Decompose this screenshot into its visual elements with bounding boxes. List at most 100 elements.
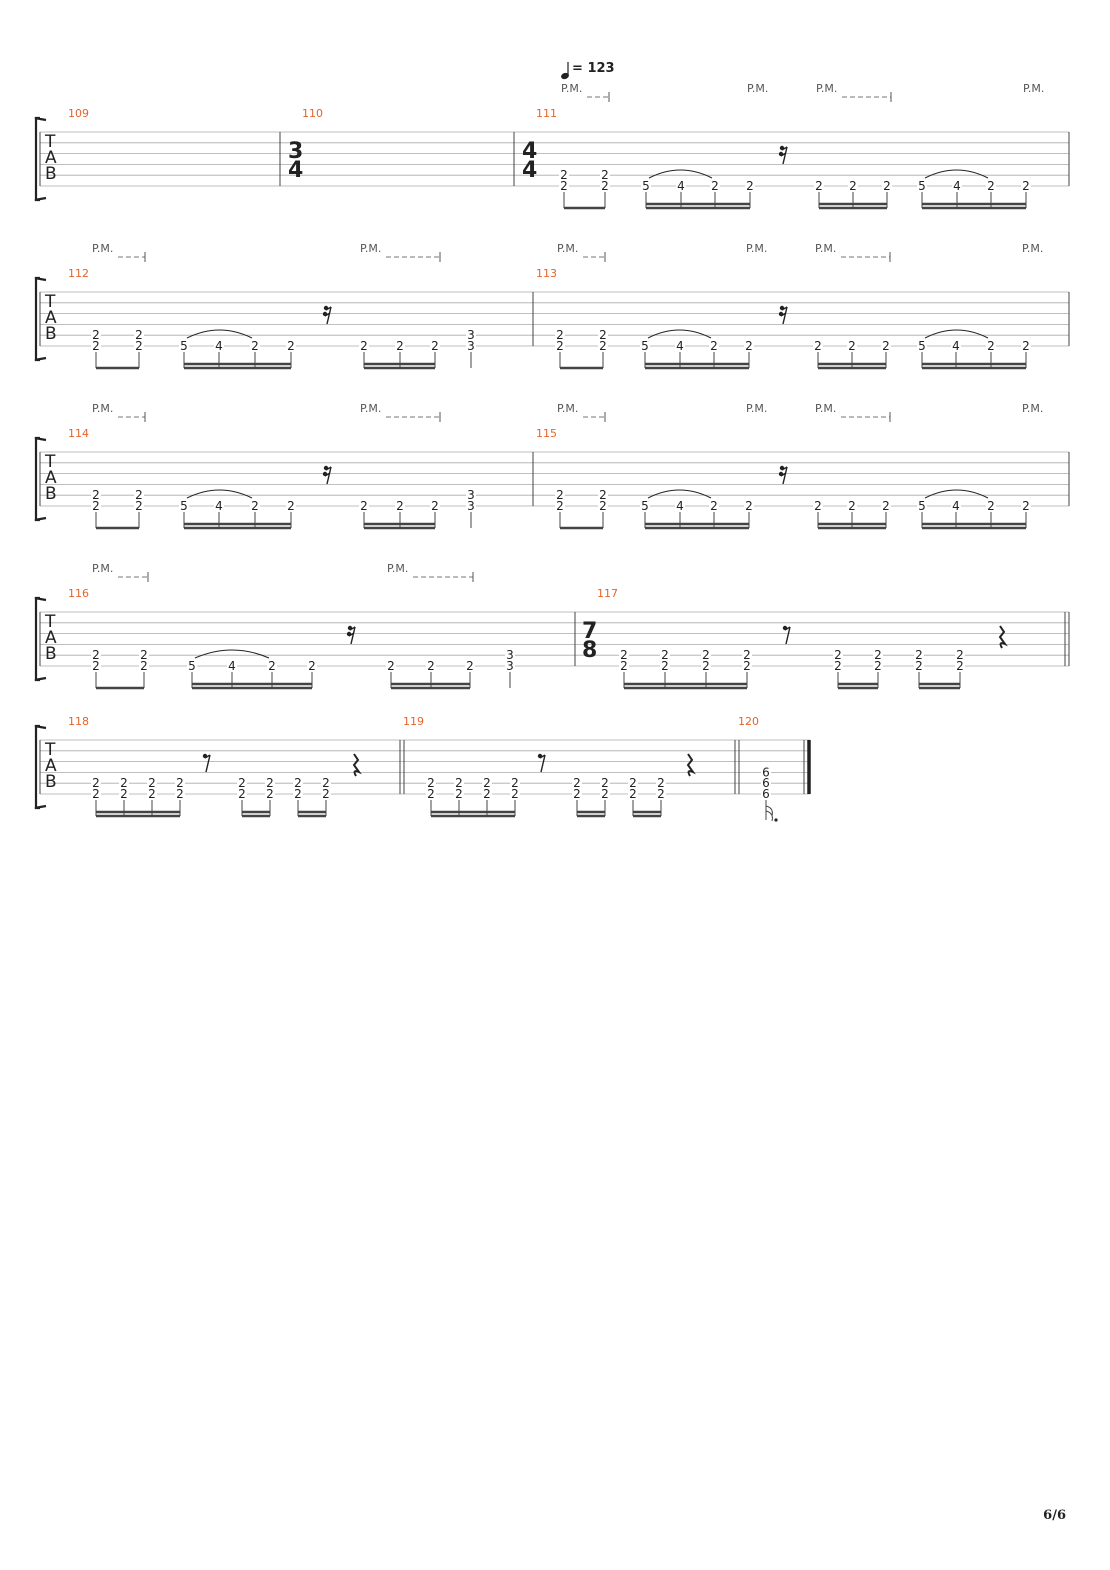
fret-number: 5	[180, 339, 188, 353]
fret-bg	[701, 660, 711, 672]
fret-number: 2	[396, 499, 404, 513]
fret-bg	[559, 180, 569, 192]
fret-number: 5	[641, 339, 649, 353]
fret-bg	[833, 660, 843, 672]
palm-mute-label: P.M.	[747, 82, 768, 95]
fret-bg	[986, 180, 996, 192]
fret-number: 2	[511, 787, 519, 801]
slur	[647, 489, 712, 499]
fret-number: 2	[360, 339, 368, 353]
fret-bg	[598, 500, 608, 512]
fret-number: 2	[92, 776, 100, 790]
fret-bg	[250, 500, 260, 512]
fret-number: 2	[427, 776, 435, 790]
system-bracket	[34, 436, 47, 522]
system-bracket	[34, 116, 47, 202]
fret-bg	[286, 340, 296, 352]
rest-stem	[782, 146, 788, 165]
palm-mute-label: P.M.	[815, 402, 836, 415]
fret-number: 2	[140, 648, 148, 662]
fret-number: 2	[427, 787, 435, 801]
fret-number: 2	[834, 659, 842, 673]
fret-number: 2	[601, 776, 609, 790]
measure-number: 109	[68, 107, 89, 120]
palm-mute-label: P.M.	[92, 562, 113, 575]
fret-number: 2	[427, 659, 435, 673]
fret-bg	[814, 180, 824, 192]
time-signature-top: 4	[522, 139, 537, 164]
fret-number: 2	[601, 179, 609, 193]
fret-bg	[250, 340, 260, 352]
tab-clef-letter: A	[45, 628, 57, 648]
fret-bg	[426, 660, 436, 672]
fret-number: 2	[360, 499, 368, 513]
fret-bg	[91, 329, 101, 342]
fret-bg	[660, 660, 670, 672]
fret-number: 2	[92, 488, 100, 502]
note-flag	[765, 805, 773, 822]
fret-bg	[555, 340, 565, 352]
fret-number: 6	[762, 776, 770, 790]
fret-bg	[179, 500, 189, 512]
fret-number: 2	[987, 179, 995, 193]
fret-number: 2	[661, 648, 669, 662]
fret-number: 2	[135, 328, 143, 342]
measure-number: 117	[597, 587, 618, 600]
fret-number: 2	[387, 659, 395, 673]
fret-number: 2	[629, 787, 637, 801]
fret-number: 2	[176, 776, 184, 790]
fret-number: 2	[601, 168, 609, 182]
fret-number: 6	[762, 765, 770, 779]
fret-number: 2	[135, 499, 143, 513]
fret-number: 3	[467, 328, 475, 342]
fret-bg	[454, 788, 464, 800]
fret-bg	[91, 777, 101, 790]
fret-bg	[267, 660, 277, 672]
tempo-equals: =	[572, 61, 583, 76]
fret-bg	[510, 777, 520, 790]
fret-bg	[359, 500, 369, 512]
quarter-rest-icon	[352, 753, 362, 777]
fret-number: 2	[431, 499, 439, 513]
fret-number: 2	[620, 648, 628, 662]
fret-number: 4	[953, 179, 961, 193]
fret-bg	[709, 500, 719, 512]
fret-bg	[710, 180, 720, 192]
fret-bg	[91, 788, 101, 800]
fret-number: 2	[466, 659, 474, 673]
measure-number: 110	[302, 107, 323, 120]
fret-bg	[359, 340, 369, 352]
fret-bg	[214, 500, 224, 512]
rest-flag	[780, 472, 787, 477]
measure-number: 113	[536, 267, 557, 280]
rest-flag	[780, 312, 787, 317]
measure-number: 115	[536, 427, 557, 440]
fret-bg	[454, 777, 464, 790]
fret-number: 2	[92, 499, 100, 513]
fret-bg	[598, 489, 608, 502]
fret-number: 2	[882, 499, 890, 513]
fret-bg	[745, 180, 755, 192]
fret-bg	[119, 777, 129, 790]
palm-mute-label: P.M.	[815, 242, 836, 255]
rest-flag	[348, 632, 355, 637]
slur	[194, 649, 270, 659]
tab-clef-letter: T	[44, 612, 56, 632]
fret-number: 2	[238, 776, 246, 790]
fret-number: 4	[952, 499, 960, 513]
fret-number: 2	[266, 776, 274, 790]
fret-bg	[873, 660, 883, 672]
tab-clef-letter: T	[44, 740, 56, 760]
fret-number: 2	[848, 339, 856, 353]
fret-bg	[761, 788, 771, 800]
fret-number: 2	[92, 328, 100, 342]
rest-stem	[785, 626, 791, 645]
fret-number: 2	[573, 787, 581, 801]
fret-number: 2	[556, 339, 564, 353]
fret-number: 2	[702, 648, 710, 662]
palm-mute-label: P.M.	[557, 242, 578, 255]
fret-bg	[955, 649, 965, 662]
fret-number: 2	[140, 659, 148, 673]
fret-number: 5	[641, 499, 649, 513]
fret-bg	[598, 340, 608, 352]
